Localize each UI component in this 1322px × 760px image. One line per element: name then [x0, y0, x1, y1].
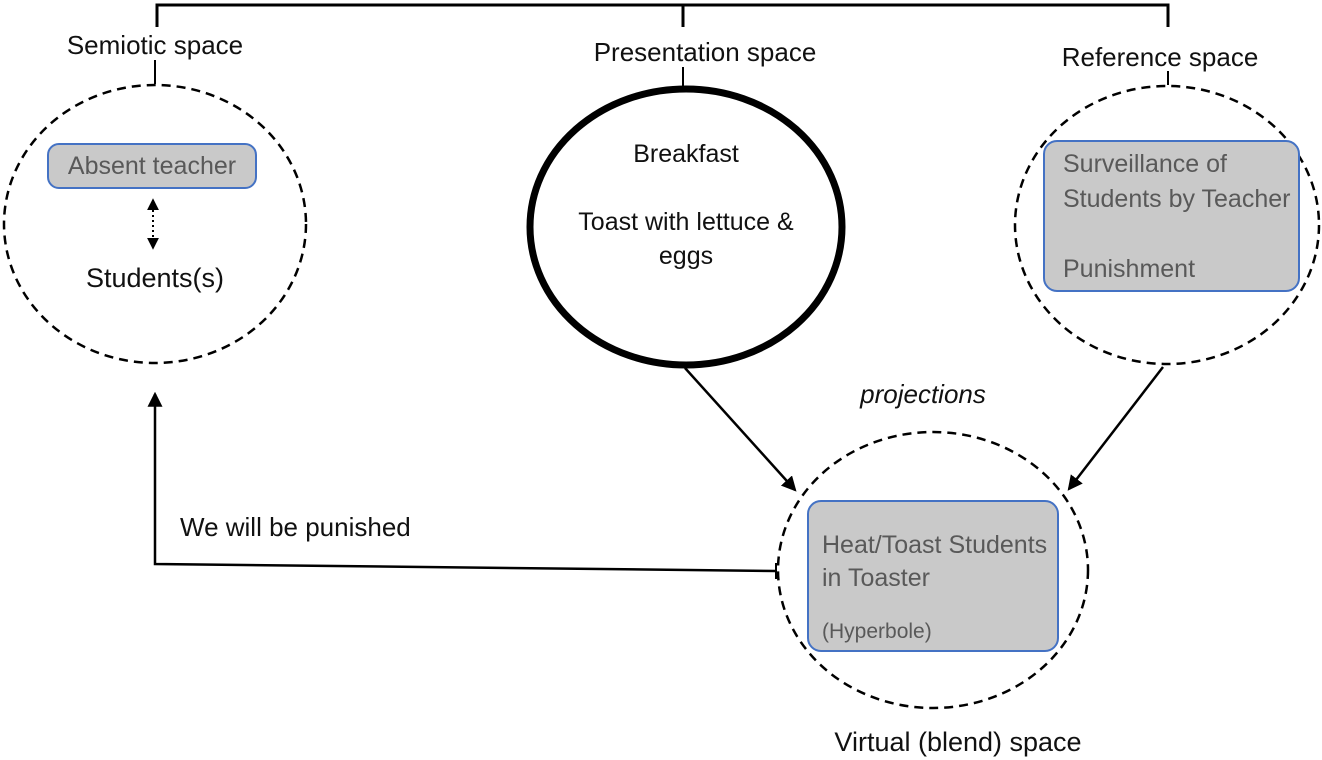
absent-teacher-box: Absent teacher — [47, 143, 257, 189]
heat-toast-box: Heat/Toast Students in Toaster (Hyperbol… — [807, 500, 1059, 652]
projections-label: projections — [860, 379, 986, 409]
we-will-be-punished-label: We will be punished — [180, 512, 411, 542]
surveillance-line-2: Students by Teacher — [1063, 185, 1291, 213]
reference-circle — [1013, 84, 1321, 366]
feedback-arrow — [147, 391, 777, 573]
blank-line — [530, 171, 842, 205]
semiotic-space-label: Semiotic space — [66, 30, 244, 60]
toast-line: Toast with lettuce & — [578, 208, 794, 236]
punishment-line: Punishment — [1063, 255, 1196, 283]
presentation-space-label: Presentation space — [593, 37, 817, 67]
top-bracket — [155, 3, 1170, 27]
hyperbole-line: (Hyperbole) — [822, 620, 932, 643]
presentation-circle — [526, 85, 846, 369]
blend-circle — [776, 430, 1090, 710]
projection-arrow-from-presentation — [684, 367, 797, 492]
surveillance-line-1: Surveillance of — [1063, 150, 1227, 178]
students-label: Students(s) — [85, 263, 225, 293]
virtual-blend-space-label: Virtual (blend) space — [834, 727, 1082, 757]
breakfast-line: Breakfast — [633, 140, 739, 168]
projection-arrow-from-reference — [1067, 366, 1164, 491]
absent-teacher-label: Absent teacher — [67, 151, 237, 180]
semiotic-circle — [2, 83, 308, 365]
heat-toast-line-1: Heat/Toast Students — [822, 531, 1048, 559]
eggs-line: eggs — [658, 242, 714, 270]
surveillance-box: Surveillance of Students by Teacher Puni… — [1043, 140, 1300, 292]
reference-space-label: Reference space — [1061, 42, 1259, 72]
heat-toast-line-2: in Toaster — [822, 564, 930, 592]
presentation-circle-text: Breakfast Toast with lettuce & eggs — [530, 137, 842, 273]
